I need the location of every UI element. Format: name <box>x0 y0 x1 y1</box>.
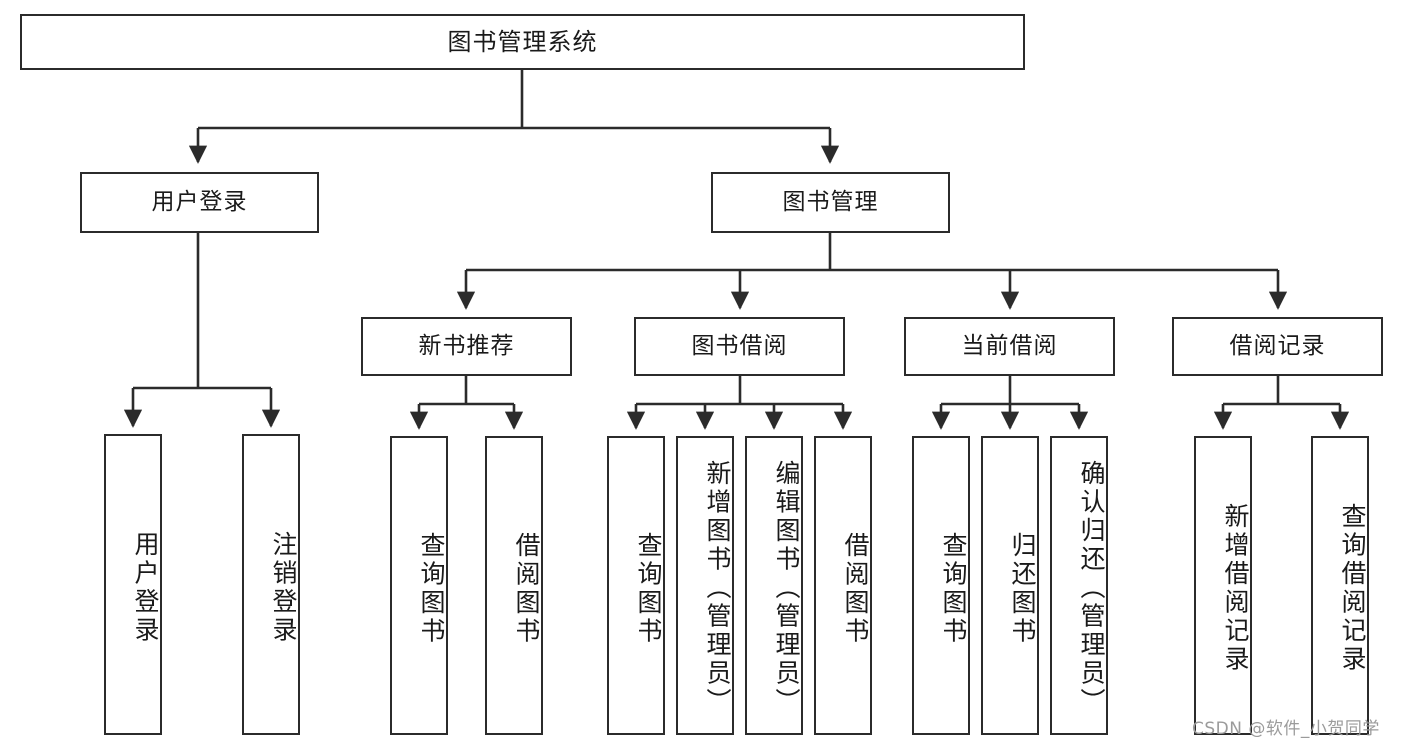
node-label: 图书管理 <box>782 188 879 215</box>
node-label: 新书推荐 <box>418 332 515 359</box>
csdn-watermark: CSDN @软件_小贺同学 <box>1192 719 1380 739</box>
leaf-current-borrow-confirm-return-admin[interactable]: 确认归还（管理员） <box>1050 436 1108 735</box>
node-label: 用户登录 <box>131 530 160 645</box>
node-new-book-recommend[interactable]: 新书推荐 <box>361 317 572 376</box>
leaf-user-login-do-login[interactable]: 用户登录 <box>104 434 162 735</box>
node-label: 注销登录 <box>269 530 298 645</box>
node-label: 编辑图书（管理员） <box>772 460 801 717</box>
node-book-management[interactable]: 图书管理 <box>711 172 950 233</box>
node-label: 确认归还（管理员） <box>1077 460 1106 717</box>
node-label: 查询借阅记录 <box>1338 503 1367 674</box>
node-label: 借阅图书 <box>512 531 541 646</box>
leaf-borrow-record-query-record[interactable]: 查询借阅记录 <box>1311 436 1369 735</box>
leaf-book-borrow-add-book-admin[interactable]: 新增图书（管理员） <box>676 436 734 735</box>
node-user-login[interactable]: 用户登录 <box>80 172 319 233</box>
node-label: 新增图书（管理员） <box>703 460 732 717</box>
node-label: 借阅图书 <box>841 531 870 646</box>
leaf-user-login-logout[interactable]: 注销登录 <box>242 434 300 735</box>
node-label: 借阅记录 <box>1229 332 1326 359</box>
leaf-borrow-record-add-record[interactable]: 新增借阅记录 <box>1194 436 1252 735</box>
node-label: 查询图书 <box>939 531 968 646</box>
node-label: 图书借阅 <box>691 332 788 359</box>
node-label: 用户登录 <box>151 188 248 215</box>
node-borrow-record[interactable]: 借阅记录 <box>1172 317 1383 376</box>
leaf-current-borrow-return-book[interactable]: 归还图书 <box>981 436 1039 735</box>
node-label: 查询图书 <box>417 531 446 646</box>
node-current-borrow[interactable]: 当前借阅 <box>904 317 1115 376</box>
node-label: 当前借阅 <box>961 332 1058 359</box>
node-root-book-management-system[interactable]: 图书管理系统 <box>20 14 1025 70</box>
leaf-new-book-borrow-book[interactable]: 借阅图书 <box>485 436 543 735</box>
node-label: 查询图书 <box>634 531 663 646</box>
leaf-book-borrow-query-book[interactable]: 查询图书 <box>607 436 665 735</box>
node-label: 图书管理系统 <box>447 27 598 56</box>
node-book-borrow[interactable]: 图书借阅 <box>634 317 845 376</box>
leaf-book-borrow-borrow-book[interactable]: 借阅图书 <box>814 436 872 735</box>
node-label: 归还图书 <box>1008 531 1037 646</box>
leaf-book-borrow-edit-book-admin[interactable]: 编辑图书（管理员） <box>745 436 803 735</box>
leaf-current-borrow-query-book[interactable]: 查询图书 <box>912 436 970 735</box>
leaf-new-book-query-book[interactable]: 查询图书 <box>390 436 448 735</box>
node-label: 新增借阅记录 <box>1221 503 1250 674</box>
